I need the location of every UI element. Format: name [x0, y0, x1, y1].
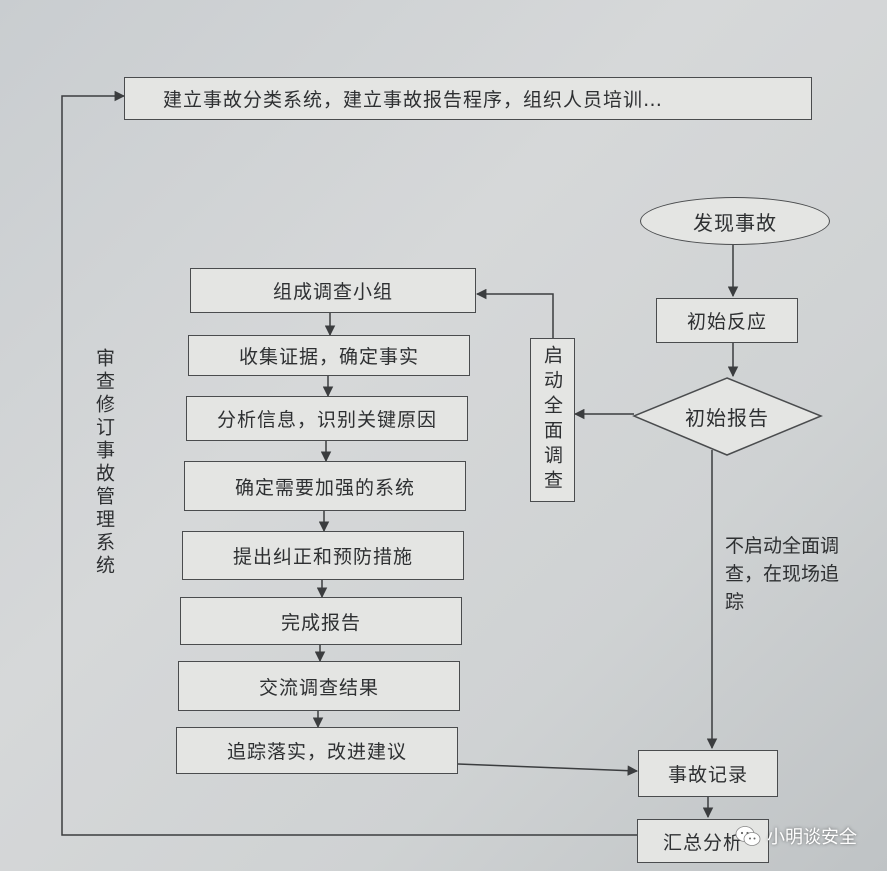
- step-label: 分析信息，识别关键原因: [216, 409, 437, 431]
- step-complete-report: 完成报告: [180, 597, 462, 645]
- step-label: 交流调查结果: [258, 676, 379, 699]
- watermark: 小明谈安全: [735, 823, 857, 849]
- step-collect-evidence: 收集证据，确定事实: [188, 335, 470, 376]
- no-full-investigation-label: 不启动全面调查，在现场追踪: [725, 535, 840, 613]
- step-label: 确定需要加强的系统: [234, 476, 415, 499]
- review-revise-system-label: 审查修订事故管理系统: [93, 348, 115, 578]
- step-label: 收集证据，确定事实: [238, 346, 419, 368]
- discover-accident-label: 发现事故: [693, 210, 777, 235]
- no-full-investigation-note: 不启动全面调查，在现场追踪: [725, 532, 855, 616]
- start-full-investigation-label: 启动全面调查: [541, 345, 563, 495]
- initial-report-label-wrap: 初始报告: [650, 398, 804, 434]
- start-full-investigation-box: 启动全面调查: [530, 338, 575, 502]
- wechat-icon: [735, 825, 761, 847]
- initial-report-diamond: [632, 377, 823, 456]
- step-label: 提出纠正和预防措施: [232, 546, 413, 568]
- step-communicate-results: 交流调查结果: [178, 661, 460, 711]
- discover-accident-ellipse: 发现事故: [640, 197, 830, 245]
- step-propose-measures: 提出纠正和预防措施: [182, 531, 464, 580]
- initial-report-label: 初始报告: [685, 405, 769, 430]
- watermark-label: 小明谈安全: [767, 827, 857, 848]
- accident-record-box: 事故记录: [638, 750, 778, 797]
- step-analyze-information: 分析信息，识别关键原因: [186, 396, 468, 441]
- step-determine-systems: 确定需要加强的系统: [184, 461, 466, 511]
- review-revise-system-text: 审查修订事故管理系统: [93, 348, 115, 578]
- step-form-team: 组成调查小组: [190, 268, 476, 313]
- arrow-followup-to-record: [457, 763, 639, 776]
- summary-analysis-label: 汇总分析: [662, 831, 743, 854]
- step-follow-up: 追踪落实，改进建议: [176, 727, 458, 774]
- initial-response-box: 初始反应: [656, 298, 798, 343]
- step-label: 追踪落实，改进建议: [226, 741, 407, 763]
- step-label: 组成调查小组: [272, 281, 393, 303]
- accident-record-label: 事故记录: [667, 764, 748, 786]
- initial-response-label: 初始反应: [686, 311, 767, 333]
- top-box-establish-systems: 建立事故分类系统，建立事故报告程序，组织人员培训…: [124, 77, 812, 120]
- top-box-label: 建立事故分类系统，建立事故报告程序，组织人员培训…: [163, 89, 664, 111]
- feedback-loop-line: [61, 90, 637, 836]
- step-label: 完成报告: [280, 611, 361, 634]
- arrow-investigation-to-team: [475, 288, 554, 338]
